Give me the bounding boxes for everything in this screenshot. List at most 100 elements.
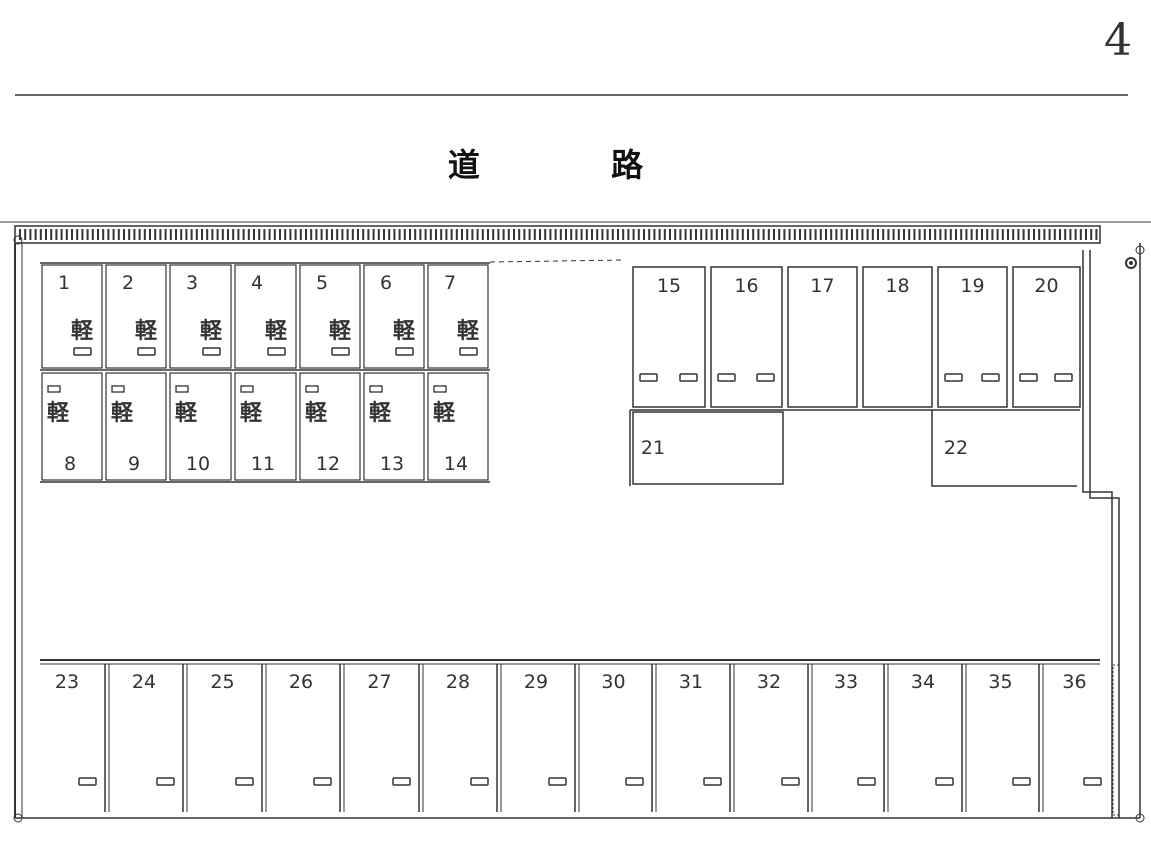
small-car-mark: 軽 (393, 318, 416, 344)
space-number: 36 (1062, 671, 1086, 693)
parking-space (363, 372, 425, 481)
small-car-mark: 軽 (369, 400, 392, 426)
wheel-stop (679, 373, 698, 382)
right-hatch-strip (1112, 664, 1120, 816)
parking-space (41, 372, 103, 481)
parking-space (234, 372, 297, 481)
small-car-mark: 軽 (175, 400, 198, 426)
corner-marker (1125, 257, 1137, 269)
space-number: 22 (944, 437, 968, 459)
wheel-stop (470, 777, 489, 786)
right-inner-wall (1082, 250, 1113, 818)
wheel-stop (1012, 777, 1031, 786)
small-car-mark: 軽 (329, 318, 352, 344)
small-car-mark: 軽 (47, 400, 70, 426)
space-number: 33 (834, 671, 858, 693)
space-number: 20 (1034, 275, 1058, 297)
space-number: 4 (251, 272, 263, 294)
space-number: 31 (679, 671, 703, 693)
wheel-stop (639, 373, 658, 382)
wheel-stop (703, 777, 722, 786)
parking-space (931, 410, 1077, 487)
space-number: 14 (444, 453, 468, 475)
space-number: 26 (289, 671, 313, 693)
small-car-mark: 軽 (71, 318, 94, 344)
corner-marker-dot (1129, 261, 1133, 265)
parking-space (1012, 266, 1081, 408)
wheel-stop (137, 347, 156, 356)
wheel-stop (240, 385, 254, 393)
space-number: 17 (810, 275, 834, 297)
survey-marker (1135, 813, 1145, 823)
wheel-stop (267, 347, 286, 356)
space-number: 10 (186, 453, 210, 475)
right-inner-wall-2 (1089, 250, 1120, 818)
wheel-stop (935, 777, 954, 786)
sheet-number-mark: 4 (1104, 15, 1130, 66)
wheel-stop (175, 385, 189, 393)
boundary-strip (14, 225, 1101, 244)
space-number: 24 (132, 671, 156, 693)
small-car-mark: 軽 (305, 400, 328, 426)
parking-space (427, 264, 489, 369)
space-number: 30 (601, 671, 625, 693)
wheel-stop (156, 777, 175, 786)
space-number: 23 (55, 671, 79, 693)
small-car-mark: 軽 (457, 318, 480, 344)
parking-space (363, 264, 425, 369)
wheel-stop (1054, 373, 1073, 382)
wheel-stop (781, 777, 800, 786)
small-car-mark: 軽 (240, 400, 263, 426)
parking-space (105, 372, 167, 481)
space-number: 7 (444, 272, 456, 294)
wheel-stop (625, 777, 644, 786)
wheel-stop (944, 373, 963, 382)
parking-space (299, 264, 361, 369)
parking-space (787, 266, 858, 408)
wheel-stop (717, 373, 736, 382)
wheel-stop (1083, 777, 1102, 786)
wheel-stop (47, 385, 61, 393)
wheel-stop (392, 777, 411, 786)
space-number: 12 (316, 453, 340, 475)
space-number: 25 (210, 671, 234, 693)
space-number: 2 (122, 272, 134, 294)
space-number: 11 (251, 453, 275, 475)
parking-space (299, 372, 361, 481)
wheel-stop (313, 777, 332, 786)
space-number: 1 (58, 272, 70, 294)
parking-space (632, 411, 784, 485)
wheel-stop (433, 385, 447, 393)
space-number: 6 (380, 272, 392, 294)
space-number: 16 (734, 275, 758, 297)
space-number: 9 (128, 453, 140, 475)
wheel-stop (73, 347, 92, 356)
site-outline (0, 94, 1151, 823)
parking-space (937, 266, 1008, 408)
small-car-mark: 軽 (111, 400, 134, 426)
dashed-line (489, 259, 626, 263)
survey-marker (13, 813, 23, 823)
space-number: 18 (885, 275, 909, 297)
boundary-hatch (19, 229, 1098, 240)
parking-space (41, 264, 103, 369)
space-number: 13 (380, 453, 404, 475)
space-number: 3 (186, 272, 198, 294)
wheel-stop (981, 373, 1000, 382)
space-number: 27 (367, 671, 391, 693)
wheel-stop (857, 777, 876, 786)
wheel-stop (459, 347, 478, 356)
small-car-mark: 軽 (433, 400, 456, 426)
parking-space (427, 372, 489, 481)
parking-space (105, 264, 167, 369)
small-car-mark: 軽 (135, 318, 158, 344)
space-number: 32 (757, 671, 781, 693)
wheel-stop (202, 347, 221, 356)
space-number: 8 (64, 453, 76, 475)
space-number: 29 (524, 671, 548, 693)
space-number: 35 (988, 671, 1012, 693)
space-number: 21 (641, 437, 665, 459)
wheel-stop (548, 777, 567, 786)
wheel-stop (331, 347, 350, 356)
